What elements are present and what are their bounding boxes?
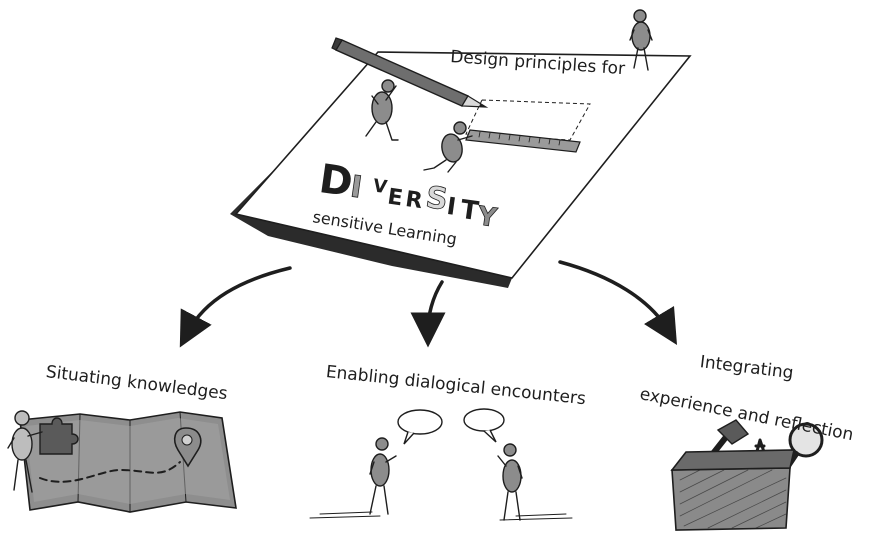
arrow-left — [179, 266, 292, 348]
figure-with-ruler — [423, 121, 473, 173]
arrow-right — [558, 260, 678, 346]
diversity-letter-t: T — [459, 195, 481, 227]
diversity-letter-i1: I — [348, 169, 364, 205]
diversity-letter-r: R — [404, 187, 424, 214]
figure-on-corner — [629, 9, 653, 71]
puzzle-piece-icon — [39, 417, 79, 455]
diversity-letter-v: V — [372, 175, 389, 198]
paper-sheet — [230, 51, 692, 288]
figure-with-puzzle — [7, 410, 43, 493]
speech-bubble-left-icon — [397, 409, 443, 445]
diversity-letter-e: E — [386, 185, 404, 212]
figure-speaker-left — [309, 437, 397, 519]
diversity-letter-i2: I — [445, 192, 458, 221]
toolbox-illustration — [670, 419, 824, 531]
speech-bubble-right-icon — [463, 408, 505, 443]
diversity-letter-d: D — [316, 156, 355, 206]
diversity-word: D I V E R S I T Y — [316, 156, 500, 234]
pencil-illustration — [331, 37, 489, 108]
diversity-letter-s: S — [424, 180, 450, 218]
ruler-illustration — [465, 129, 581, 153]
arrow-middle — [410, 280, 446, 348]
figure-speaker-right — [497, 443, 573, 521]
figure-with-pencil — [365, 79, 399, 141]
location-pin-icon — [173, 427, 202, 468]
